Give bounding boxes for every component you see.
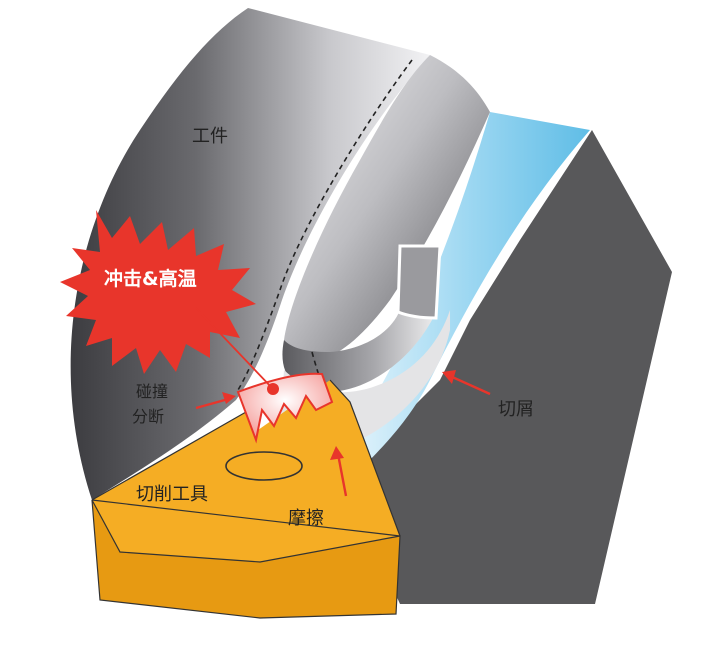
tool-label: 切削工具 bbox=[136, 484, 208, 505]
contact-zone bbox=[236, 372, 334, 444]
chip-outer bbox=[284, 55, 490, 363]
machine-body bbox=[340, 130, 672, 604]
chip-arrow bbox=[442, 370, 491, 396]
chip-curl bbox=[282, 246, 436, 393]
chip-end bbox=[396, 244, 442, 320]
collision-label-line1: 碰撞 bbox=[136, 382, 168, 401]
workpiece-label: 工件 bbox=[192, 126, 228, 147]
impact-burst bbox=[60, 210, 256, 374]
friction-label: 摩擦 bbox=[288, 508, 324, 529]
burst-pointer bbox=[195, 307, 274, 390]
collision-label-line2: 分断 bbox=[132, 407, 164, 426]
impact-heat-label: 冲击&高温 bbox=[104, 267, 197, 290]
tool-hole bbox=[225, 451, 303, 481]
tool-outline bbox=[91, 379, 401, 537]
chip-label: 切屑 bbox=[498, 399, 534, 420]
workpiece bbox=[70, 8, 430, 500]
collision-arrow bbox=[195, 392, 236, 410]
tool-edge bbox=[91, 499, 401, 537]
friction-arrow bbox=[330, 446, 348, 497]
cutting-tool-side bbox=[91, 499, 401, 619]
